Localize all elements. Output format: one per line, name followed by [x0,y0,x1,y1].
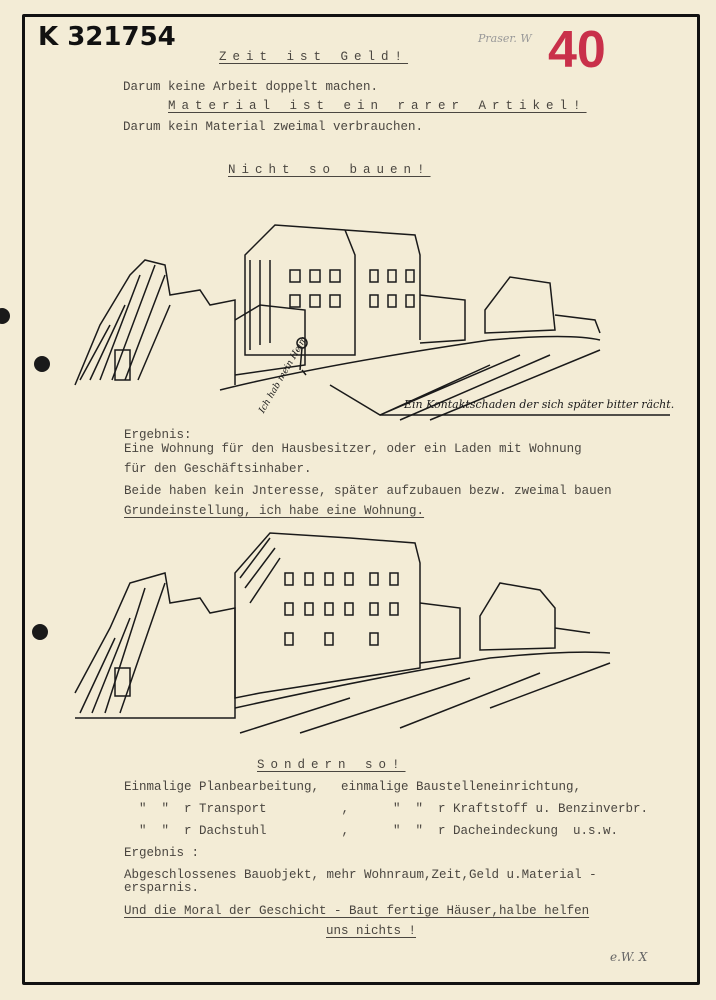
moral-line: uns nichts ! [326,924,417,938]
punch-hole [0,308,10,324]
text-line: Beide haben kein Jnteresse, später aufzu… [124,484,612,498]
result-label: Ergebnis : [124,846,200,860]
list-left: Einmalige Planbearbeitung, [124,780,320,794]
windows [289,269,415,308]
text-line: ersparnis. [124,881,200,895]
sketch-bad-building [74,224,670,421]
text-line: Eine Wohnung für den Hausbesitzer, oder … [124,442,582,456]
list-right: einmalige Baustelleneinrichtung, [341,780,582,794]
heading-sondern-so: Sondern so! [257,758,406,772]
sketch-caption: Ein Kontaktschaden der sich später bitte… [404,398,675,411]
text-line: für den Geschäftsinhaber. [124,462,312,476]
punch-hole [32,624,48,640]
page-border [22,14,700,985]
sketch-good-building [74,532,611,734]
result-label: Ergebnis: [124,428,192,442]
text-line: Darum kein Material zweimal verbrauchen. [123,120,424,134]
heading-zeit-ist-geld: Zeit ist Geld! [219,50,409,64]
stamp-number: 40 [548,21,606,79]
list-left: " " r Transport , [124,802,350,816]
heading-nicht-so-bauen: Nicht so bauen! [228,163,431,177]
punch-hole [34,356,50,372]
pencil-note: Praser. W [478,32,532,45]
text-line: Darum keine Arbeit doppelt machen. [123,80,379,94]
list-left: " " r Dachstuhl , [124,824,350,838]
text-line: Abgeschlossenes Bauobjekt, mehr Wohnraum… [124,868,597,882]
archive-number: K 321754 [38,22,176,52]
moral-line: Und die Moral der Geschicht - Baut ferti… [124,904,590,918]
initials: e.W. X [610,950,648,964]
text-line-underlined: Grundeinstellung, ich habe eine Wohnung. [124,504,425,518]
list-right: " " r Dacheindeckung u.s.w. [393,824,619,838]
list-right: " " r Kraftstoff u. Benzinverbr. [393,802,649,816]
heading-material: Material ist ein rarer Artikel! [168,99,587,113]
